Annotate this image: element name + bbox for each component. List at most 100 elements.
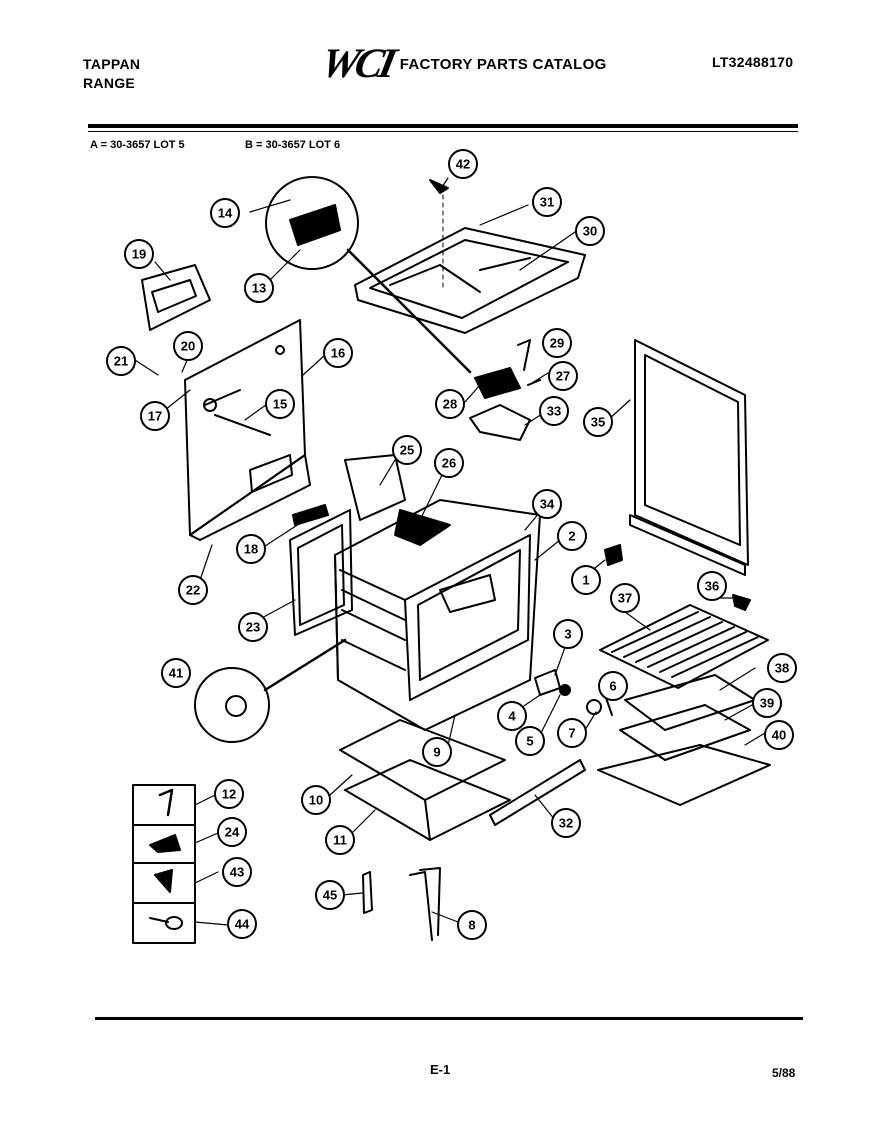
callout-label-18: 18 <box>244 542 258 557</box>
callout-circle-14 <box>210 198 240 228</box>
callout-circle-20 <box>173 331 203 361</box>
callout-circle-32 <box>551 808 581 838</box>
bracket-part <box>141 264 211 331</box>
callout-label-11: 11 <box>333 833 347 848</box>
callout-circle-8 <box>457 910 487 940</box>
callout-label-6: 6 <box>609 679 616 694</box>
cooktop-top-part <box>354 227 586 334</box>
callout-circle-24 <box>217 817 247 847</box>
callout-label-16: 16 <box>331 346 345 361</box>
callout-label-19: 19 <box>132 247 146 262</box>
callout-label-36: 36 <box>705 579 719 594</box>
callout-circle-21 <box>106 346 136 376</box>
callout-circle-15 <box>265 389 295 419</box>
callout-circle-6 <box>598 671 628 701</box>
callout-label-27: 27 <box>556 369 570 384</box>
callout-label-41: 41 <box>169 666 183 681</box>
callout-circle-28 <box>435 389 465 419</box>
callout-circle-12 <box>214 779 244 809</box>
clip-part <box>429 179 449 291</box>
callout-label-37: 37 <box>618 591 632 606</box>
detail-circle-41 <box>194 638 347 743</box>
callout-label-35: 35 <box>591 415 605 430</box>
callout-label-1: 1 <box>582 573 589 588</box>
callout-label-9: 9 <box>433 745 440 760</box>
callout-label-31: 31 <box>540 195 554 210</box>
back-panel-part <box>184 319 311 541</box>
callout-label-40: 40 <box>772 728 786 743</box>
callout-circle-33 <box>539 396 569 426</box>
callout-label-34: 34 <box>540 497 555 512</box>
model-number: LT32488170 <box>712 54 794 70</box>
callout-label-39: 39 <box>760 696 774 711</box>
callout-circle-4 <box>497 701 527 731</box>
callout-circle-19 <box>124 239 154 269</box>
callout-circle-44 <box>227 909 257 939</box>
callout-circle-11 <box>325 825 355 855</box>
callout-label-20: 20 <box>181 339 195 354</box>
callout-label-4: 4 <box>508 709 516 724</box>
callout-circle-10 <box>301 785 331 815</box>
callout-label-45: 45 <box>323 888 337 903</box>
hardware-parts <box>362 867 441 941</box>
catalog-title: FACTORY PARTS CATALOG <box>399 55 607 73</box>
callout-circle-5 <box>515 726 545 756</box>
callout-label-26: 26 <box>442 456 456 471</box>
callout-circle-17 <box>140 401 170 431</box>
callout-circle-26 <box>434 448 464 478</box>
callout-circle-30 <box>575 216 605 246</box>
brand-line-1: TAPPAN <box>83 56 141 72</box>
callout-label-12: 12 <box>222 787 236 802</box>
callout-circle-18 <box>236 534 266 564</box>
callout-circle-3 <box>553 619 583 649</box>
callout-label-21: 21 <box>114 354 128 369</box>
small-parts <box>534 544 751 716</box>
callout-circle-27 <box>548 361 578 391</box>
callout-circle-7 <box>557 718 587 748</box>
callout-label-30: 30 <box>583 224 597 239</box>
callout-label-7: 7 <box>568 726 575 741</box>
callout-circle-25 <box>392 435 422 465</box>
callout-circle-35 <box>583 407 613 437</box>
callout-circle-31 <box>532 187 562 217</box>
brand-label: TAPPAN RANGE <box>83 55 140 93</box>
callout-label-5: 5 <box>526 734 533 749</box>
callout-label-10: 10 <box>309 793 323 808</box>
callout-circle-37 <box>610 583 640 613</box>
callout-label-15: 15 <box>273 397 287 412</box>
callout-label-42: 42 <box>456 157 470 172</box>
callout-circle-42 <box>448 149 478 179</box>
footer-rule <box>95 1017 803 1020</box>
callout-label-29: 29 <box>550 336 564 351</box>
callout-label-28: 28 <box>443 397 457 412</box>
parts-boxes <box>132 784 196 944</box>
callout-label-38: 38 <box>775 661 789 676</box>
callout-labels: 1234567891011121314151617181920212223242… <box>106 149 797 940</box>
range-body-part <box>334 454 541 731</box>
callout-label-3: 3 <box>564 627 571 642</box>
callout-label-8: 8 <box>468 918 475 933</box>
lot-b-label: B = 30-3657 LOT 6 <box>245 139 341 151</box>
callout-circle-29 <box>542 328 572 358</box>
callout-label-14: 14 <box>218 206 233 221</box>
switch-part <box>469 339 541 441</box>
callout-label-25: 25 <box>400 443 414 458</box>
callout-circle-22 <box>178 575 208 605</box>
lot-a-label: A = 30-3657 LOT 5 <box>90 139 185 151</box>
callout-circle-2 <box>557 521 587 551</box>
callout-circle-16 <box>323 338 353 368</box>
callout-circle-39 <box>752 688 782 718</box>
header-rule-thin <box>88 131 798 132</box>
callout-label-22: 22 <box>186 583 200 598</box>
brand-line-2: RANGE <box>83 75 136 91</box>
callout-circle-13 <box>244 273 274 303</box>
callout-label-23: 23 <box>246 620 260 635</box>
callout-circle-9 <box>422 737 452 767</box>
callout-circle-40 <box>764 720 794 750</box>
callout-circle-38 <box>767 653 797 683</box>
side-panel-part <box>629 339 749 576</box>
callout-circle-34 <box>532 489 562 519</box>
callout-circle-45 <box>315 880 345 910</box>
callout-label-33: 33 <box>547 404 561 419</box>
callout-label-13: 13 <box>252 281 266 296</box>
